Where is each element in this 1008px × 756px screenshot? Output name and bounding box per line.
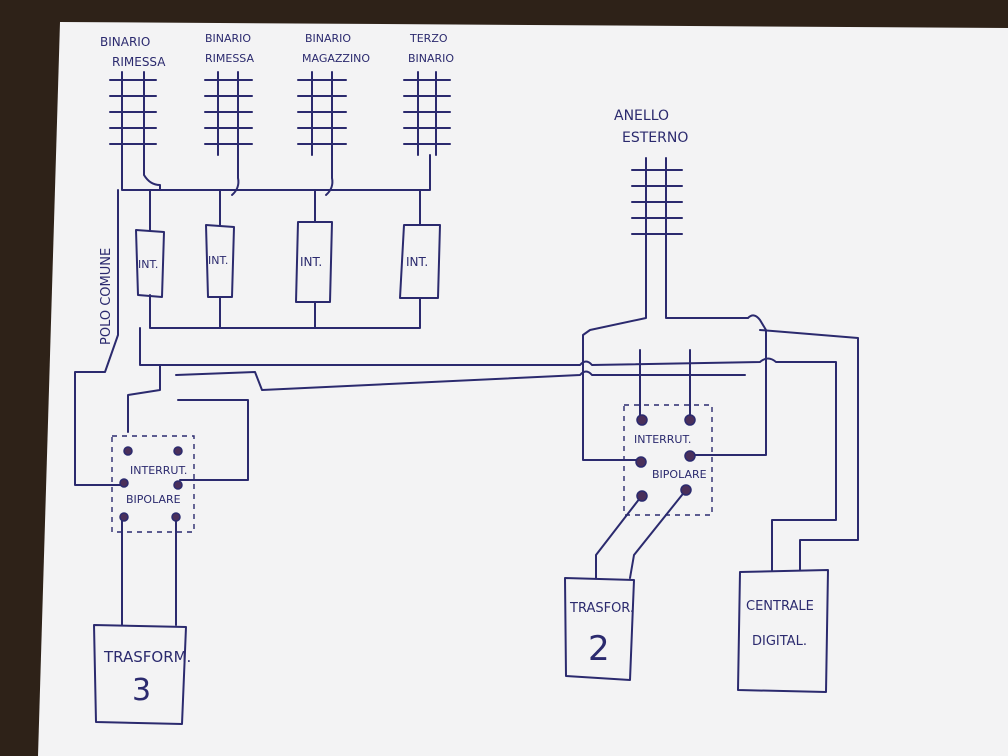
int-switch-2: INT. <box>205 224 235 298</box>
transformer-3: TRASFORM. 3 <box>93 624 191 725</box>
int-switch-1: INT. <box>135 229 165 298</box>
transformer-2: TRASFOR. 2 <box>564 577 635 681</box>
terminal-dot <box>684 414 696 426</box>
central-line2: DIGITAL. <box>752 634 807 649</box>
wires <box>74 154 859 626</box>
track-label-3-line1: BINARIO <box>305 32 351 45</box>
int-switch-4-label: INT. <box>406 255 428 269</box>
ring-label-line1: ANELLO <box>614 108 669 124</box>
bipolar-left-line1: INTERRUT. <box>130 464 187 477</box>
track-label-4-line1: TERZO <box>409 32 448 45</box>
terminal-dot <box>171 512 181 522</box>
ring-ladder <box>631 157 683 241</box>
terminal-dot <box>173 446 183 456</box>
transformer-3-line2: 3 <box>132 673 151 708</box>
terminal-dot <box>119 512 129 522</box>
track-ladder-2 <box>204 71 253 156</box>
terminal-dot <box>636 490 648 502</box>
bipolar-switch-left-frame <box>111 435 195 533</box>
central-digital: CENTRALE DIGITAL. <box>737 569 829 693</box>
central-line1: CENTRALE <box>746 599 814 614</box>
ring-label-line2: ESTERNO <box>622 130 688 146</box>
terminal-dot <box>680 484 692 496</box>
bipolar-switch-right-frame <box>623 404 713 516</box>
track-label-1-line1: BINARIO <box>100 35 150 49</box>
terminal-dot <box>636 414 648 426</box>
int-switch-4: INT. <box>399 224 441 299</box>
track-ladder-4 <box>403 71 451 156</box>
transformer-2-line1: TRASFOR. <box>569 601 634 616</box>
transformer-3-line1: TRASFORM. <box>103 648 191 666</box>
int-switch-3: INT. <box>295 221 333 303</box>
track-ladder-3 <box>297 71 347 156</box>
terminal-dot <box>635 456 647 468</box>
terminal-dot <box>173 480 183 490</box>
transformer-2-line2: 2 <box>588 629 610 669</box>
bipolar-switch-right: INTERRUT. BIPOLARE <box>623 404 713 516</box>
int-switch-1-label: INT. <box>138 258 158 271</box>
bipolar-switch-left: INTERRUT. BIPOLARE <box>111 435 195 533</box>
track-label-3-line2: MAGAZZINO <box>302 52 370 65</box>
track-label-3: BINARIO MAGAZZINO <box>302 32 370 65</box>
int-switch-2-label: INT. <box>208 254 228 267</box>
track-label-1: BINARIO RIMESSA <box>100 35 166 69</box>
bipolar-right-line2: BIPOLARE <box>652 468 707 481</box>
common-pole-label: POLO COMUNE <box>99 248 114 345</box>
terminal-dot <box>684 450 696 462</box>
track-label-2-line2: RIMESSA <box>205 52 254 65</box>
track-ladder-1 <box>109 71 157 156</box>
track-label-1-line2: RIMESSA <box>112 55 166 69</box>
bipolar-left-line2: BIPOLARE <box>126 493 181 506</box>
track-label-4-line2: BINARIO <box>408 52 454 65</box>
track-label-2-line1: BINARIO <box>205 32 251 45</box>
bipolar-right-line1: INTERRUT. <box>634 433 691 446</box>
track-label-4: TERZO BINARIO <box>408 32 454 65</box>
ring-label: ANELLO ESTERNO <box>614 108 688 146</box>
track-label-2: BINARIO RIMESSA <box>205 32 254 65</box>
int-switch-3-label: INT. <box>300 255 322 269</box>
terminal-dot <box>123 446 133 456</box>
terminal-dot <box>119 478 129 488</box>
paper-sheet <box>38 22 1008 756</box>
